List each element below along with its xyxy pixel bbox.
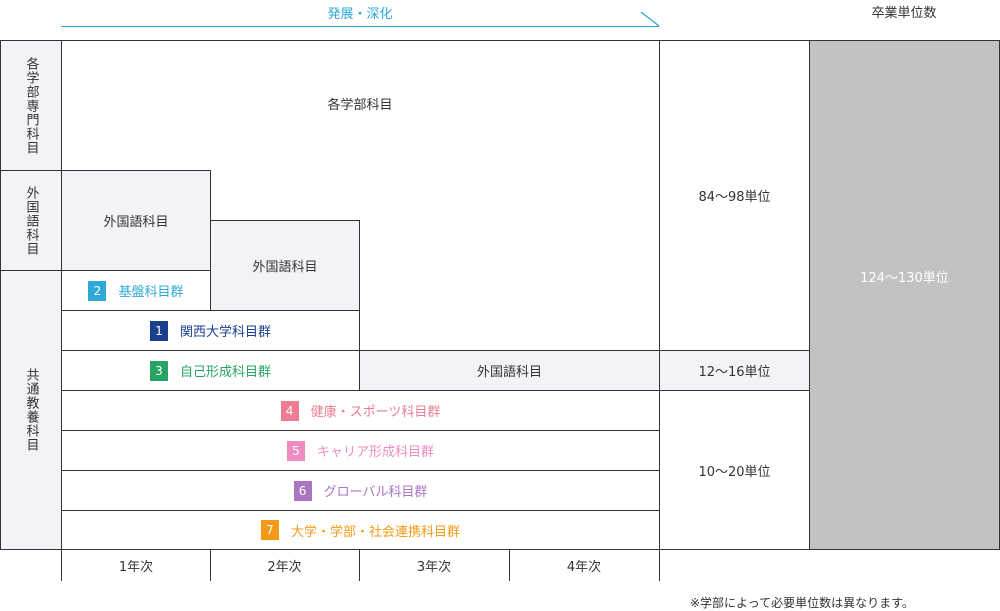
group-2-kiban: 2 基盤科目群 xyxy=(61,270,211,311)
group-3-label: 自己形成科目群 xyxy=(179,365,271,380)
foreign-language-year1: 外国語科目 xyxy=(61,170,211,271)
progression-arrow-line xyxy=(61,26,659,27)
credits-faculty: 84〜98単位 xyxy=(659,40,810,351)
group-5-number: 5 xyxy=(286,440,305,461)
category-foreign: 外国語科目 xyxy=(0,170,62,271)
group-1-kansai: 1 関西大学科目群 xyxy=(61,310,360,351)
credits-foreign: 12〜16単位 xyxy=(659,350,810,391)
foreign-language-year2-label: 外国語科目 xyxy=(252,260,318,275)
credits-total-value: 124〜130単位 xyxy=(860,270,949,286)
group-7-community: 7 大学・学部・社会連携科目群 xyxy=(61,510,660,550)
group-5-career: 5 キャリア形成科目群 xyxy=(61,430,660,471)
footnote: ※学部によって必要単位数は異なります。 xyxy=(690,596,914,610)
progression-label: 発展・深化 xyxy=(327,6,393,22)
group-4-label: 健康・スポーツ科目群 xyxy=(310,405,441,420)
foreign-language-year3-4-label: 外国語科目 xyxy=(476,365,542,380)
group-3-self-formation: 3 自己形成科目群 xyxy=(61,350,360,391)
year-1: 1年次 xyxy=(61,549,211,581)
group-5-label: キャリア形成科目群 xyxy=(316,445,434,460)
group-6-number: 6 xyxy=(293,480,312,501)
group-1-number: 1 xyxy=(149,320,168,341)
category-faculty-label: 各学部専門科目 xyxy=(23,56,39,155)
foreign-language-year1-label: 外国語科目 xyxy=(103,215,169,230)
faculty-subjects-label: 各学部科目 xyxy=(327,97,393,113)
group-4-health-sports: 4 健康・スポーツ科目群 xyxy=(61,390,660,431)
category-general: 共通教養科目 xyxy=(0,270,62,550)
credits-general: 10〜20単位 xyxy=(659,390,810,550)
group-2-label: 基盤科目群 xyxy=(118,285,184,300)
credits-total xyxy=(809,40,1000,550)
year-3: 3年次 xyxy=(359,549,510,581)
category-faculty: 各学部専門科目 xyxy=(0,40,62,171)
group-3-number: 3 xyxy=(149,360,168,381)
foreign-language-year2: 外国語科目 xyxy=(210,220,360,311)
category-general-label: 共通教養科目 xyxy=(23,368,39,452)
group-6-global: 6 グローバル科目群 xyxy=(61,470,660,511)
year-2: 2年次 xyxy=(210,549,360,581)
graduation-credits-label: 卒業単位数 xyxy=(871,5,937,21)
credits-general-value: 10〜20単位 xyxy=(698,464,771,480)
year-4: 4年次 xyxy=(509,549,660,581)
credits-foreign-value: 12〜16単位 xyxy=(698,365,771,380)
foreign-language-year3-4: 外国語科目 xyxy=(359,350,660,391)
progression-arrow-head xyxy=(640,11,660,27)
group-7-label: 大学・学部・社会連携科目群 xyxy=(290,524,460,540)
group-7-number: 7 xyxy=(260,520,279,540)
group-4-number: 4 xyxy=(280,400,299,421)
group-1-label: 関西大学科目群 xyxy=(179,325,271,340)
group-2-number: 2 xyxy=(88,280,107,301)
category-foreign-label: 外国語科目 xyxy=(23,185,39,256)
credits-faculty-value: 84〜98単位 xyxy=(698,190,771,205)
group-6-label: グローバル科目群 xyxy=(323,485,428,500)
